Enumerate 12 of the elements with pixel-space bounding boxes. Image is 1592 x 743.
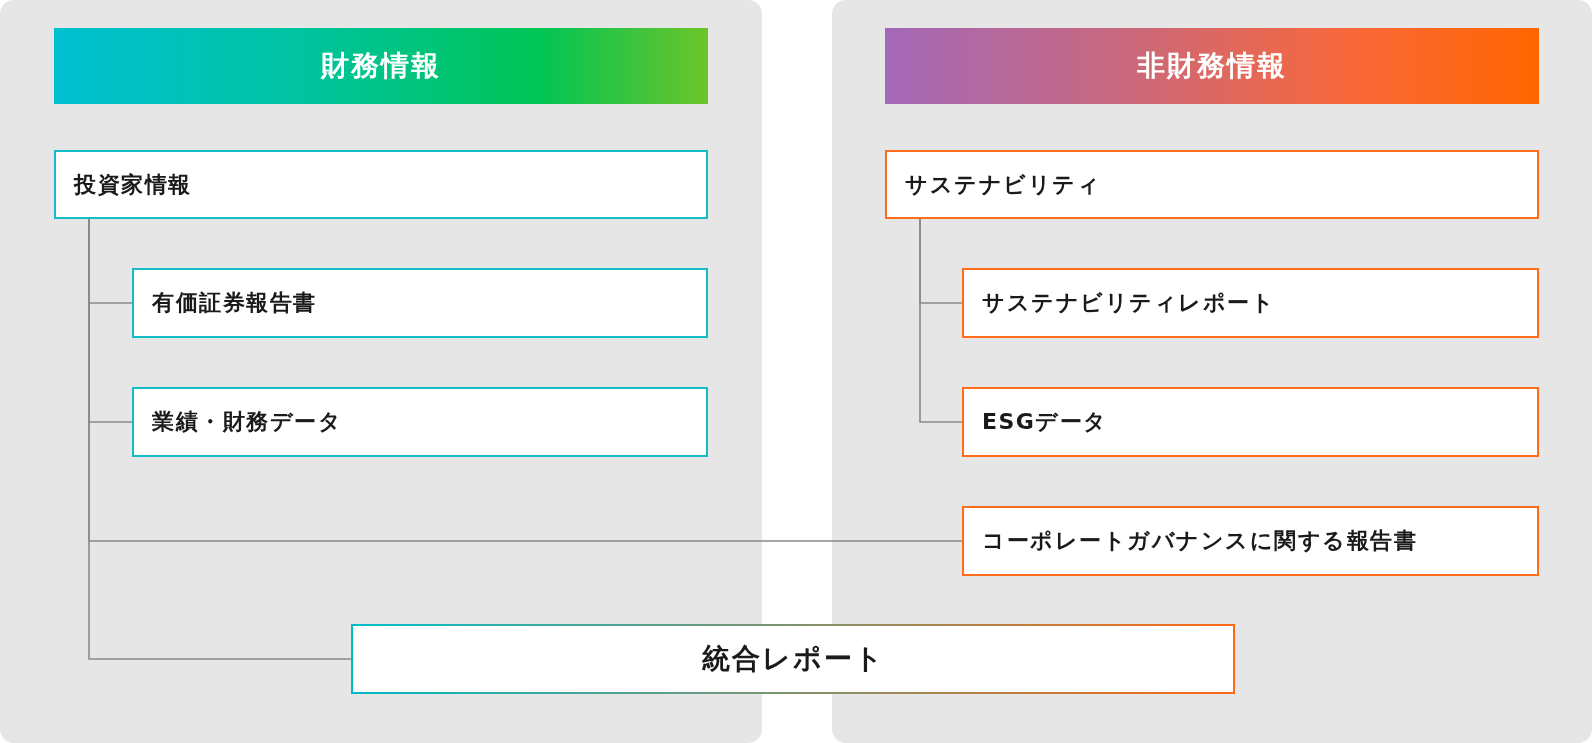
text-box: サステナビリティ	[885, 150, 1539, 219]
heading-band: 財務情報	[54, 28, 708, 104]
text-box: 統合レポート	[351, 624, 1235, 694]
text-box: 投資家情報	[54, 150, 708, 219]
panel	[0, 0, 762, 743]
text-box: 業績・財務データ	[132, 387, 708, 457]
text-box: 有価証券報告書	[132, 268, 708, 338]
text-box: コーポレートガバナンスに関する報告書	[962, 506, 1539, 576]
heading-band: 非財務情報	[885, 28, 1539, 104]
text-box: サステナビリティレポート	[962, 268, 1539, 338]
text-box: ESGデータ	[962, 387, 1539, 457]
connector-line	[919, 218, 963, 423]
